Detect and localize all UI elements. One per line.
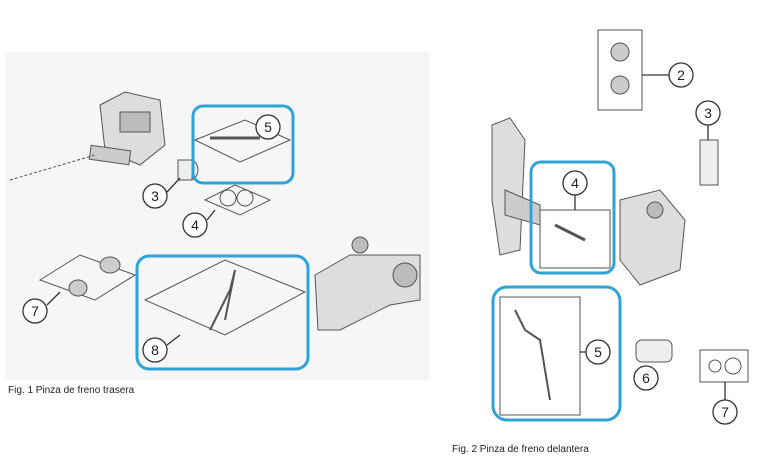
callout-6: 6 — [642, 370, 650, 386]
callout-5b: 5 — [594, 344, 602, 360]
fig2-caption: Fig. 2 Pinza de freno delantera — [452, 444, 589, 455]
callout-7b: 7 — [721, 404, 729, 420]
highlight-box-5 — [191, 104, 295, 185]
part-box-2 — [597, 29, 643, 111]
callout-4b: 4 — [571, 175, 579, 191]
fig1-panel — [5, 52, 430, 380]
highlight-box-8 — [135, 254, 310, 371]
callout-2: 2 — [677, 67, 685, 83]
callout-3: 3 — [151, 188, 159, 204]
callout-8: 8 — [151, 342, 159, 358]
front-caliper-drawing — [491, 117, 686, 286]
callout-5: 5 — [264, 119, 272, 135]
callout-7: 7 — [31, 303, 39, 319]
callout-4: 4 — [191, 217, 199, 233]
highlight-box-4 — [529, 160, 616, 275]
pin-kit-drawing — [38, 119, 307, 336]
highlight-box-5b — [491, 285, 622, 422]
rear-caliper-drawing — [9, 91, 166, 181]
fig1-caption: Fig. 1 Pinza de freno trasera — [8, 385, 135, 396]
callout-3b: 3 — [704, 105, 712, 121]
part-box-7 — [699, 349, 749, 383]
bracket-drawing — [314, 236, 421, 331]
